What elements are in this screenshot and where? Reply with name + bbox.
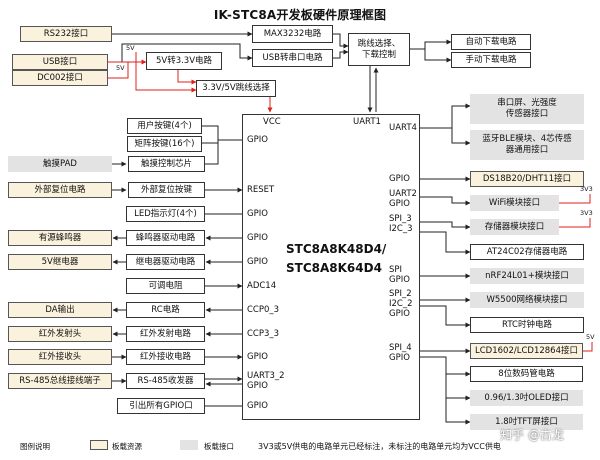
led-indicators: LED指示灯(4个): [126, 206, 205, 222]
jumper-download-control: 跳线选择、 下载控制: [348, 33, 410, 66]
pin-gpio-ds18b20: GPIO: [389, 174, 410, 184]
pin-vcc: VCC: [263, 117, 281, 127]
legend-onboard: 板载资源: [112, 442, 142, 451]
line-at24: [420, 231, 471, 255]
rc-circuit: RC电路: [126, 302, 205, 318]
pin-uart2: UART2 GPIO: [389, 189, 417, 209]
voltage-jumper-select: 3.3V/5V跳线选择: [196, 80, 276, 97]
line-usbserial-jumper: [333, 49, 349, 59]
max3232-circuit: MAX3232电路: [252, 25, 333, 43]
line-wifi: [420, 196, 471, 206]
ir-receiver-head: 红外接收头: [8, 349, 112, 365]
power-5v-jumper: [135, 62, 197, 93]
potentiometer: 可调电阻: [126, 278, 205, 294]
rs485-transceiver: RS-485收发器: [126, 373, 205, 389]
line-storage: [420, 221, 471, 230]
line-max-jumper: [333, 33, 349, 49]
relay-driver: 继电器驱动电路: [126, 254, 205, 270]
pin-gpio-irrx: GPIO: [247, 352, 268, 362]
line-oled: [445, 374, 471, 401]
touch-controller: 触摸控制芯片: [128, 156, 205, 172]
active-buzzer: 有源蜂鸣器: [8, 230, 112, 246]
at24c02-storage-circuit: AT24C02存储器电路: [470, 244, 584, 260]
pin-ccp3: CCP3_3: [247, 329, 280, 339]
voltage-3v3-b: 3V3: [580, 209, 593, 217]
legend-note: 3V3或5V供电的电路单元已经标注，未标注的电路单元均为VCC供电: [258, 442, 501, 451]
pin-spi2: SPI_2 I2C_2 GPIO: [389, 289, 413, 319]
auto-download-circuit: 自动下载电路: [451, 34, 531, 50]
voltage-5v-c: 5V: [586, 333, 595, 341]
ir-receiver-circuit: 红外接收电路: [126, 349, 205, 365]
pin-spi4: SPI_4 GPIO: [389, 343, 412, 363]
pin-uart4: UART4: [389, 123, 417, 133]
gpio-breakout: 引出所有GPIO口: [117, 398, 205, 414]
rs232-interface: RS232接口: [20, 26, 112, 42]
pin-gpio-led: GPIO: [247, 209, 268, 219]
ir-transmitter-head: 红外发射头: [8, 326, 112, 342]
power-33-jumper: [177, 70, 197, 85]
pin-gpio-keys: GPIO: [247, 135, 268, 145]
v5-to-33-converter: 5V转3.3V电路: [146, 52, 222, 70]
pin-gpio-buzzer: GPIO: [247, 233, 268, 243]
legend-label: 图例说明: [20, 442, 50, 451]
rs485-terminal: RS-485总线接线端子: [8, 373, 112, 389]
pin-uart3-2: UART3_2 GPIO: [247, 371, 285, 391]
pin-gpio-all: GPIO: [247, 401, 268, 411]
w5500-network-interface: W5500网络模块接口: [470, 292, 584, 308]
matrix-keys: 矩阵按键(16个): [127, 136, 202, 152]
storage-module-interface: 存储器模块接口: [470, 219, 559, 235]
external-reset-key: 外部复位按键: [128, 182, 205, 198]
ir-transmitter-circuit: 红外发射电路: [126, 326, 205, 342]
pin-uart1: UART1: [353, 117, 381, 127]
da-output: DA输出: [8, 302, 112, 318]
manual-download-circuit: 手动下载电路: [451, 52, 531, 68]
ds18b20-dht11-interface: DS18B20/DHT11接口: [470, 171, 584, 187]
buzzer-driver: 蜂鸣器驱动电路: [126, 230, 205, 246]
line-tft: [445, 398, 471, 425]
line-uart4: [420, 103, 471, 129]
uart-screen-light-sensor: 串口屏、光强度 传感器接口: [470, 94, 584, 124]
nrf24l01-module-interface: nRF24L01+模块接口: [470, 268, 584, 284]
line-jumper-auto: [410, 39, 452, 50]
dc002-interface: DC002接口: [12, 70, 108, 86]
ble-sensor-interface: 蓝牙BLE模块、4芯传感 器通用接口: [470, 130, 584, 160]
external-reset-circuit: 外部复位电路: [8, 182, 112, 198]
pin-adc14: ADC14: [247, 281, 277, 291]
line-jumper-manual: [424, 49, 452, 63]
user-keys: 用户按键(4个): [127, 118, 202, 134]
legend-interface-swatch: [180, 440, 198, 450]
voltage-5v-b: 5V: [116, 64, 125, 72]
voltage-5v-a: 5V: [126, 44, 135, 52]
tft-interface: 1.8吋TFT屏接口: [470, 414, 583, 430]
oled-interface: 0.96/1.3吋OLED接口: [470, 390, 583, 406]
watermark: 知乎 @古龙: [500, 428, 564, 442]
usb-serial-circuit: USB转串口电路: [252, 49, 333, 67]
pin-gpio-relay: GPIO: [247, 257, 268, 267]
rtc-clock-circuit: RTC时钟电路: [470, 317, 584, 333]
pin-reset: RESET: [247, 185, 275, 195]
diagram-title: IK-STC8A开发板硬件原理框图: [213, 8, 387, 22]
usb-interface: USB接口: [12, 54, 108, 70]
wifi-module-interface: WiFi模块接口: [470, 195, 559, 211]
lcd-interface: LCD1602/LCD12864接口: [470, 343, 583, 359]
line-keys-gpio: [202, 125, 242, 141]
legend-interface: 板载接口: [204, 442, 234, 451]
relay-5v: 5V继电器: [8, 254, 112, 270]
touch-pad: 触摸PAD: [8, 156, 112, 172]
line-seg: [420, 356, 471, 377]
mcu-chip-name: STC8A8K48D4/ STC8A8K64D4: [286, 242, 387, 275]
pin-spi: SPI GPIO: [389, 265, 410, 285]
line-rtc: [420, 305, 471, 328]
pin-spi3: SPI_3 I2C_3: [389, 214, 413, 234]
legend-onboard-swatch: [90, 440, 108, 450]
seven-segment-circuit: 8位数码管电路: [470, 366, 583, 382]
mcu-chip: [242, 114, 420, 420]
voltage-3v3-a: 3V3: [580, 185, 593, 193]
pin-ccp0: CCP0_3: [247, 305, 280, 315]
